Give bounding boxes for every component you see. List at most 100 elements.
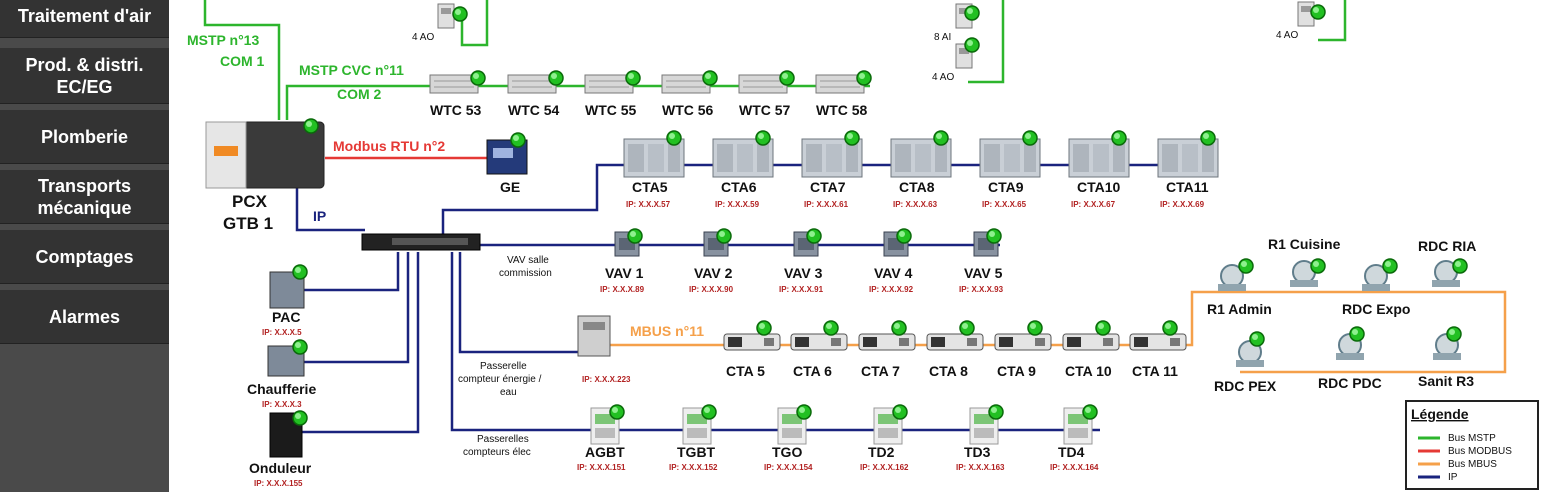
status-icon (1022, 130, 1038, 146)
wtc-label: WTC 58 (816, 102, 868, 118)
elec-ip: IP: X.X.X.151 (577, 463, 626, 472)
gateway-energy-line1: Passerelle (480, 361, 527, 372)
elec-label: TGBT (677, 444, 716, 460)
legend: Légende Bus MSTP Bus MODBUS Bus MBUS IP (1405, 400, 1539, 490)
status-icon (1082, 404, 1098, 420)
elec-ip: IP: X.X.X.163 (956, 463, 1005, 472)
vav-label: VAV 5 (964, 265, 1003, 281)
pac-label: PAC (272, 309, 301, 325)
wm-label-rdc-pdc: RDC PDC (1318, 375, 1382, 391)
status-icon (702, 70, 718, 86)
status-icon (755, 130, 771, 146)
io-ai-mid: 8 AI (934, 32, 951, 43)
energy-meter[interactable] (790, 333, 848, 351)
energy-meter[interactable] (994, 333, 1052, 351)
mbus-gateway[interactable] (577, 315, 611, 357)
gateway-energy-line3: eau (500, 387, 517, 398)
energy-meter-label: CTA 9 (997, 363, 1036, 379)
gtb-label: GTB 1 (223, 214, 273, 233)
nav-prod-distri[interactable]: Prod. & distri. EC/EG (0, 48, 169, 104)
gateway-elec-line1: Passerelles (477, 434, 529, 445)
status-icon (896, 228, 912, 244)
wtc-label: WTC 53 (430, 102, 482, 118)
energy-meter[interactable] (858, 333, 916, 351)
energy-meter[interactable] (1062, 333, 1120, 351)
status-icon (964, 37, 980, 53)
status-icon (292, 410, 308, 426)
vav-ip: IP: X.X.X.92 (869, 285, 914, 294)
wm-label-rdc-ria: RDC RIA (1418, 238, 1476, 254)
status-icon (891, 320, 907, 336)
status-icon (856, 70, 872, 86)
cta-ip: IP: X.X.X.67 (1071, 200, 1116, 209)
status-icon (779, 70, 795, 86)
chaufferie-ip: IP: X.X.X.3 (262, 400, 302, 409)
wtc-label: WTC 54 (508, 102, 560, 118)
cta-label: CTA10 (1077, 179, 1121, 195)
energy-meter[interactable] (723, 333, 781, 351)
pcx-controller[interactable] (205, 121, 325, 189)
bus-mbus-label: MBUS n°11 (630, 323, 704, 339)
nav-transports-mecanique[interactable]: Transports mécanique (0, 170, 169, 224)
vav-ip: IP: X.X.X.89 (600, 285, 645, 294)
wm-label-sanit-r3: Sanit R3 (1418, 373, 1474, 389)
vav-label: VAV 3 (784, 265, 823, 281)
energy-meter[interactable] (1129, 333, 1187, 351)
elec-label: TD3 (964, 444, 991, 460)
wm-label-rdc-pex: RDC PEX (1214, 378, 1277, 394)
status-icon (666, 130, 682, 146)
status-icon (1238, 258, 1254, 274)
cta-label: CTA8 (899, 179, 935, 195)
nav-alarmes[interactable]: Alarmes (0, 290, 169, 344)
elec-label: TGO (772, 444, 802, 460)
io-ao-right: 4 AO (1276, 30, 1298, 41)
sidebar: Traitement d'air Prod. & distri. EC/EG P… (0, 0, 169, 492)
status-icon (1111, 130, 1127, 146)
wm-label-r1-admin: R1 Admin (1207, 301, 1272, 317)
vav-ip: IP: X.X.X.90 (689, 285, 734, 294)
status-icon (844, 130, 860, 146)
bus-com1-label: COM 1 (220, 53, 265, 69)
status-icon (625, 70, 641, 86)
network-switch[interactable] (361, 233, 481, 251)
status-icon (701, 404, 717, 420)
status-icon (627, 228, 643, 244)
status-icon (303, 118, 319, 134)
status-icon (1310, 4, 1326, 20)
chaufferie-label: Chaufferie (247, 381, 316, 397)
cta-ip: IP: X.X.X.61 (804, 200, 849, 209)
energy-meter-label: CTA 8 (929, 363, 968, 379)
elec-label: TD2 (868, 444, 895, 460)
status-icon (1349, 326, 1365, 342)
cta-ip: IP: X.X.X.59 (715, 200, 760, 209)
nav-traitement-air[interactable]: Traitement d'air (0, 0, 169, 38)
elec-ip: IP: X.X.X.162 (860, 463, 909, 472)
status-icon (1249, 331, 1265, 347)
status-icon (609, 404, 625, 420)
gateway-elec-line2: compteurs élec (463, 447, 531, 458)
wtc-label: WTC 56 (662, 102, 714, 118)
status-icon (510, 132, 526, 148)
status-icon (1452, 258, 1468, 274)
nav-comptages[interactable]: Comptages (0, 230, 169, 284)
status-icon (823, 320, 839, 336)
status-icon (892, 404, 908, 420)
bus-com2-label: COM 2 (337, 86, 382, 102)
io-module-left (437, 3, 455, 29)
status-icon (452, 6, 468, 22)
cta-ip: IP: X.X.X.65 (982, 200, 1027, 209)
bus-ip-label: IP (313, 208, 326, 224)
onduleur-label: Onduleur (249, 460, 312, 476)
energy-meter[interactable] (926, 333, 984, 351)
elec-label: TD4 (1058, 444, 1085, 460)
nav-plomberie[interactable]: Plomberie (0, 110, 169, 164)
gateway-energy-ip: IP: X.X.X.223 (582, 375, 631, 384)
cta-label: CTA6 (721, 179, 757, 195)
wtc-label: WTC 57 (739, 102, 791, 118)
legend-ip: IP (1448, 472, 1458, 483)
cta-ip: IP: X.X.X.69 (1160, 200, 1205, 209)
